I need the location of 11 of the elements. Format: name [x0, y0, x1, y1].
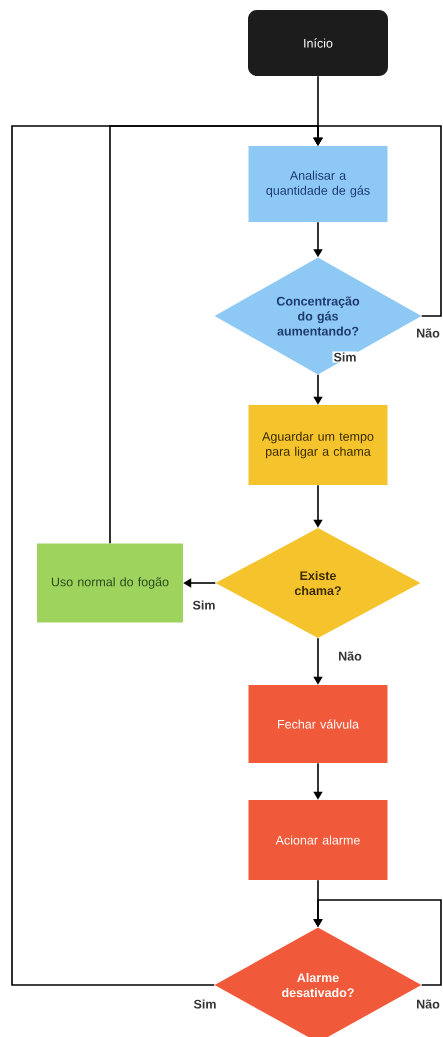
- arrow: [313, 899, 442, 986]
- process-box: Aguardar um tempo para ligar a chama: [248, 405, 388, 485]
- process-box: Fechar válvula: [248, 685, 388, 763]
- edge-label: Sim: [332, 351, 358, 363]
- start-box: Início: [248, 10, 388, 76]
- process-box: Analisar a quantidade de gás: [248, 146, 388, 222]
- edge-label: Sim: [191, 599, 217, 611]
- process-box: Uso normal do fogão: [37, 543, 183, 623]
- arrow: [11, 125, 323, 986]
- process-box: Acionar alarme: [248, 800, 388, 880]
- edge-label: Não: [337, 650, 363, 662]
